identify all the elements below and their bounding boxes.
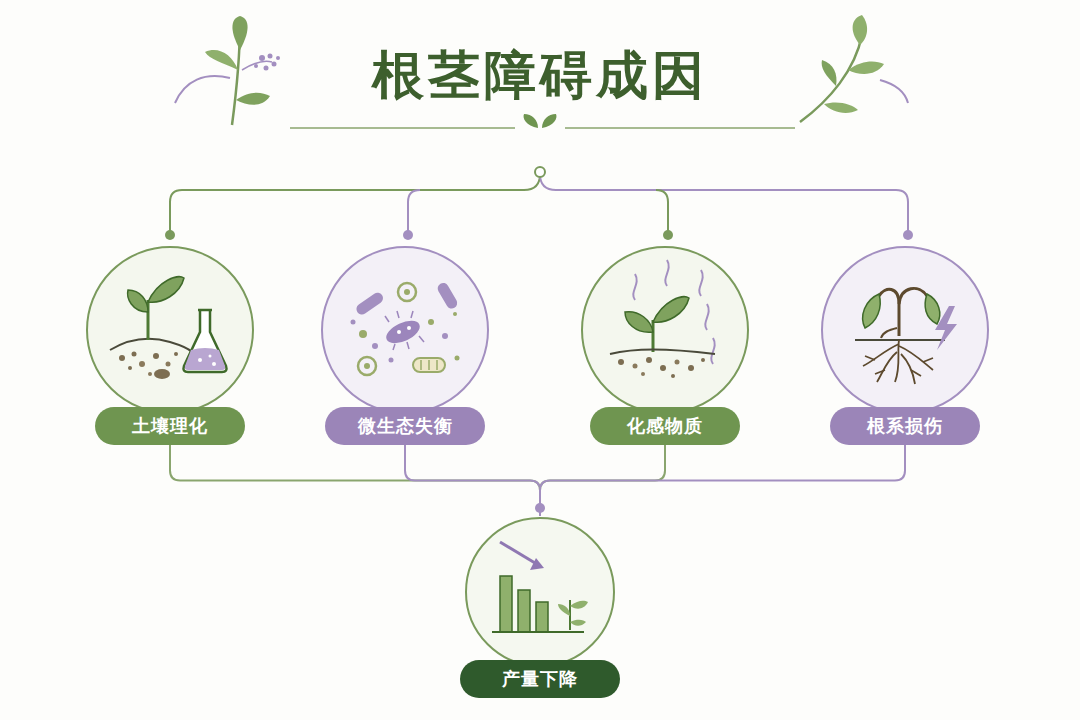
yield-decline-icon — [492, 542, 588, 632]
node-circle-shape — [582, 247, 748, 413]
node-circle-shape — [322, 247, 488, 413]
node-circle-shape — [822, 247, 988, 413]
node-circle — [580, 245, 750, 415]
sprig-right — [800, 15, 908, 122]
allelochemical-icon — [610, 260, 715, 378]
node-circle — [85, 245, 255, 415]
node-circle-shape — [466, 518, 614, 666]
node-label-pill: 根系损伤 — [830, 407, 980, 445]
branch-brace — [170, 174, 908, 234]
root-damage-icon — [855, 288, 957, 384]
node-circle — [320, 245, 490, 415]
cause-node: 产量下降 — [460, 516, 620, 698]
node-circle — [460, 516, 620, 668]
title-rule — [565, 127, 795, 129]
node-circle-shape — [87, 247, 253, 413]
junction-dot — [903, 230, 913, 240]
microbe-icon — [351, 281, 460, 375]
node-label-pill: 化感物质 — [590, 407, 740, 445]
node-circle — [820, 245, 990, 415]
junction-dot — [403, 230, 413, 240]
diagram-title: 根茎障碍成因 — [0, 40, 1080, 110]
merge-connector — [540, 445, 905, 516]
cause-node: 土壤理化 — [85, 245, 255, 445]
junction-dot — [535, 167, 545, 177]
junction-dot — [663, 230, 673, 240]
junction-dot — [165, 230, 175, 240]
leaf-ornament — [524, 114, 557, 128]
sprig-left — [175, 16, 280, 125]
merge-connector — [170, 445, 540, 516]
merge-connector — [405, 445, 540, 516]
title-rule — [290, 127, 515, 129]
cause-node: 微生态失衡 — [320, 245, 490, 445]
node-label-pill: 微生态失衡 — [325, 407, 485, 445]
cause-node: 化感物质 — [580, 245, 750, 445]
cause-node: 根系损伤 — [820, 245, 990, 445]
soil-flask-icon — [110, 277, 227, 379]
node-label-pill: 产量下降 — [460, 660, 620, 698]
node-label-pill: 土壤理化 — [95, 407, 245, 445]
